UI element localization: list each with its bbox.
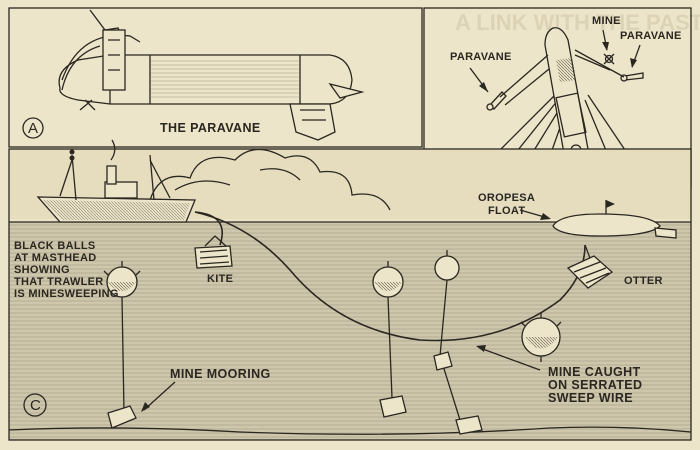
label-black-balls-5: IS MINESWEEPING — [14, 288, 119, 300]
label-mine-caught-2: ON SERRATED — [548, 378, 642, 392]
background-title: A LINK WITH THE PAST — [455, 10, 700, 35]
otter-device — [566, 244, 614, 289]
mine-left — [103, 261, 141, 429]
label-black-balls-3: SHOWING — [14, 264, 70, 276]
panel-c-circle — [23, 393, 47, 417]
label-mine-b: MINE — [592, 15, 621, 27]
label-paravane-right: PARAVANE — [620, 30, 682, 42]
clouds — [149, 148, 391, 211]
paravane-drawing — [58, 9, 365, 141]
oropesa-float — [552, 200, 677, 239]
trawler — [36, 139, 196, 223]
label-mine-caught-3: SWEEP WIRE — [548, 391, 633, 405]
label-oropesa-float-2: FLOAT — [488, 205, 525, 217]
panel-a-letter: A — [28, 120, 38, 137]
paravane-left-small — [486, 91, 507, 111]
mine-center-2 — [433, 250, 483, 435]
label-black-balls-2: AT MASTHEAD — [14, 252, 97, 264]
kite-device — [194, 235, 233, 269]
mine-center-1 — [372, 261, 407, 418]
label-black-balls-1: BLACK BALLS — [14, 240, 96, 252]
panel-a-circle — [22, 117, 44, 139]
panel-a: A THE PARAVANE — [8, 7, 423, 148]
sweep-wire — [194, 211, 586, 342]
label-paravane-left: PARAVANE — [450, 51, 512, 63]
panel-c-frame — [8, 148, 692, 441]
label-oropesa-float-1: OROPESA — [478, 192, 535, 204]
label-mine-mooring: MINE MOORING — [170, 367, 271, 381]
panel-a-frame — [8, 7, 423, 148]
panel-a-caption: THE PARAVANE — [160, 121, 261, 135]
panel-c-letter: C — [30, 397, 41, 414]
panel-c: OROPESA FLOAT BLACK BALLS AT MASTHEAD SH… — [8, 139, 692, 440]
mine-caught — [520, 312, 562, 362]
label-mine-caught-1: MINE CAUGHT — [548, 365, 641, 379]
ship-topview — [544, 27, 591, 187]
label-black-balls-4: THAT TRAWLER — [14, 276, 104, 288]
label-kite: KITE — [207, 273, 233, 285]
label-otter: OTTER — [624, 275, 663, 287]
